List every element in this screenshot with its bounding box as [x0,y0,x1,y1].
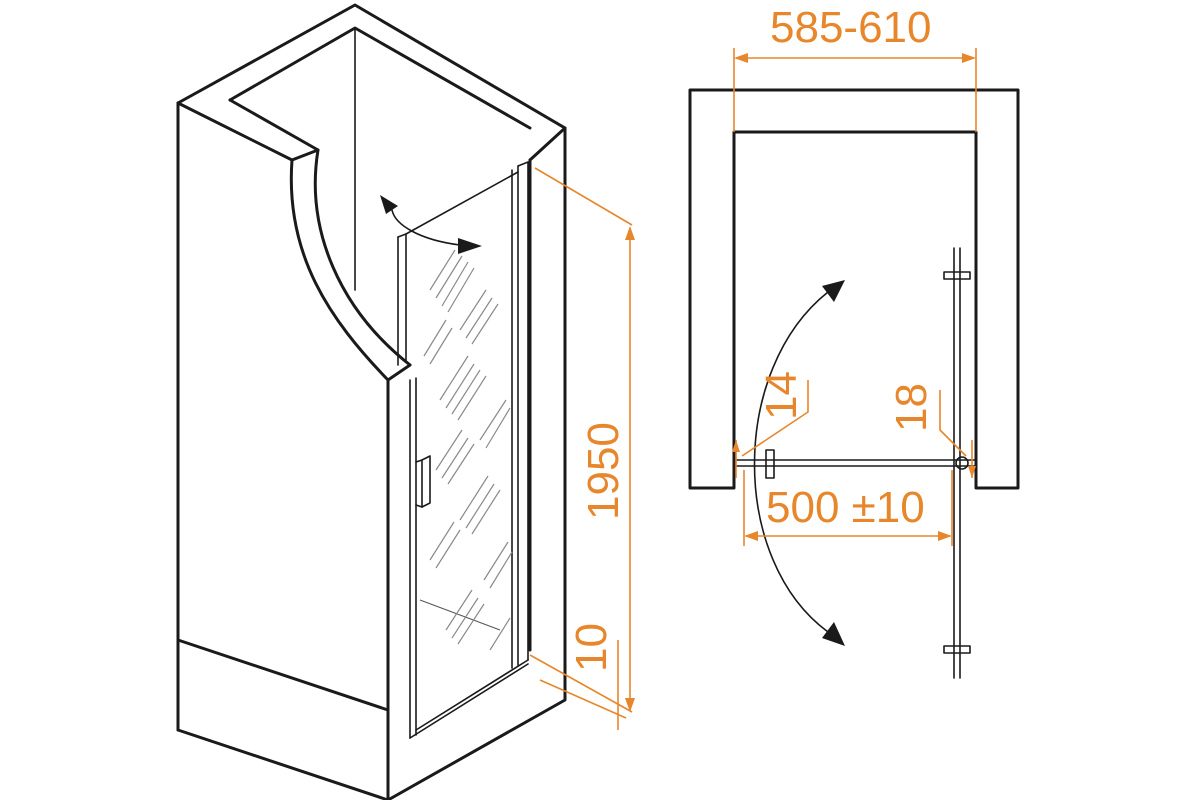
swing-arrow-plan [753,280,845,646]
swing-arrow-iso [380,195,482,254]
glass-texture [423,249,513,651]
opening-width-dimension: 585-610 [733,3,977,132]
threshold-label: 10 [567,623,616,672]
left-gap-dimension: 14 [732,371,809,478]
door-handle [415,455,431,508]
right-gap-dimension: 18 [887,383,976,478]
plan-door [735,449,977,479]
left-gap-label: 14 [757,371,806,420]
threshold-dimension: 10 [539,623,627,730]
isometric-view: 1950 10 [176,3,635,800]
opening-width-label: 585-610 [770,3,931,52]
plan-door-open [943,247,971,679]
height-dimension: 1950 [529,167,635,713]
plan-view: 585-610 500 ±10 14 18 [688,3,1020,679]
right-gap-label: 18 [887,383,936,432]
height-label: 1950 [579,422,628,520]
plan-walls [688,88,1020,490]
door-width-dimension: 500 ±10 [743,470,953,546]
wall-block [176,3,567,800]
shower-door [380,161,529,739]
door-width-label: 500 ±10 [766,483,925,532]
